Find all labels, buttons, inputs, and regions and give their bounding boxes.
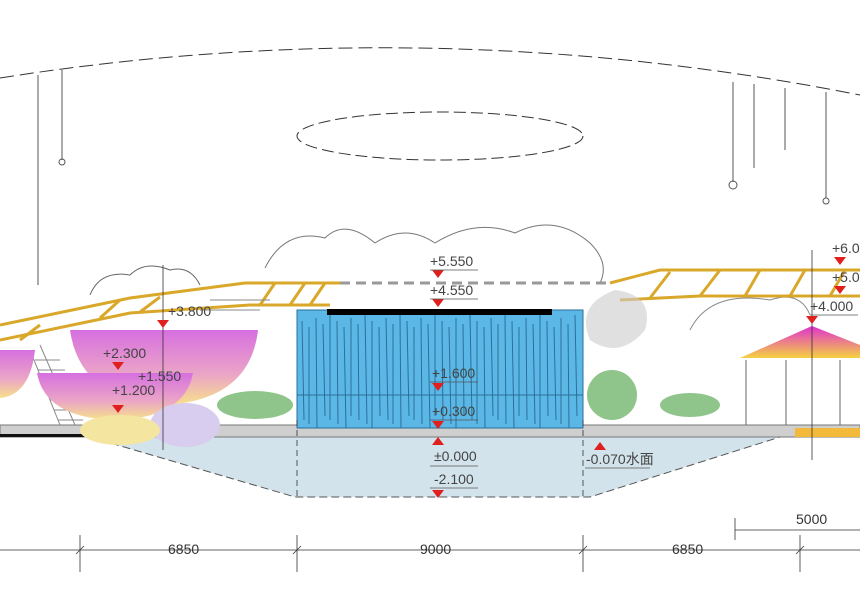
elevation-labels: +3.800 +2.300 +1.550 +1.200 +5.550 +4.55…	[103, 240, 860, 487]
dim-right: 6850	[672, 541, 703, 557]
water-streak	[574, 314, 578, 417]
water-streak	[546, 320, 549, 417]
elevation-marker-icon	[432, 490, 444, 498]
elev-pool-bottom: -2.100	[434, 471, 474, 487]
elev-pavilion-top: +4.000	[810, 298, 853, 314]
water-streak	[511, 320, 515, 429]
tree-green-right	[587, 370, 637, 420]
elevation-marker-icon	[112, 362, 124, 370]
dimension-line	[0, 518, 860, 572]
elev-water-surface: -0.070水面	[586, 451, 654, 467]
water-streak	[469, 314, 473, 421]
dim-center: 9000	[420, 541, 451, 557]
truss-bridge-right	[609, 268, 860, 302]
right-deck	[795, 428, 860, 437]
truss-bridge-left	[0, 281, 340, 342]
elev-bowl-mid: +1.550	[138, 368, 181, 384]
tree-outline-center	[264, 224, 604, 284]
elev-bowl-low: +1.200	[112, 382, 155, 398]
planter-bowl-left	[0, 350, 35, 398]
label-underlines	[430, 269, 858, 489]
water-streak	[420, 317, 423, 425]
water-streak	[301, 320, 305, 421]
water-streak	[336, 320, 339, 425]
water-streak	[357, 323, 360, 421]
water-streak	[364, 314, 368, 425]
shrub-green-right	[660, 393, 720, 417]
water-streaks	[301, 314, 578, 429]
water-streak	[448, 326, 452, 425]
elevation-marker-icon	[834, 286, 846, 294]
elevation-marker-icon	[432, 270, 444, 278]
canopy-opening	[296, 111, 584, 161]
water-streak	[567, 323, 570, 429]
elev-water-low: +0.300	[432, 403, 475, 419]
water-streak	[462, 323, 465, 417]
water-streak	[406, 320, 410, 417]
shrub-purple	[150, 403, 220, 447]
elevation-marker-icon	[834, 257, 846, 265]
dim-far-right: 5000	[796, 511, 827, 527]
water-streak	[490, 317, 494, 417]
elev-roof-left: +3.800	[168, 303, 211, 319]
tree-grey	[585, 290, 647, 348]
water-streak	[427, 323, 431, 429]
elev-ground: ±0.000	[434, 448, 477, 464]
elevation-marker-icon	[432, 421, 444, 429]
grid-axes	[162, 250, 813, 500]
elev-water-mid: +1.600	[432, 365, 475, 381]
elev-right-top: +6.0	[832, 240, 860, 256]
tree-outline-right	[689, 296, 811, 331]
elevation-marker-icon	[594, 442, 606, 450]
tree-outline-left	[89, 265, 201, 296]
water-streak	[385, 317, 389, 421]
shrub-green-left	[217, 391, 293, 419]
elev-wall-top: +4.550	[430, 282, 473, 298]
shrub-yellow	[80, 415, 160, 445]
planter-bowl-lower	[37, 373, 193, 420]
elevation-marker-icon	[432, 383, 444, 391]
water-streak	[343, 326, 347, 429]
elevation-markers	[112, 257, 846, 498]
canopy-outline	[0, 47, 860, 96]
water-streak	[532, 323, 536, 425]
pavilion-columns	[745, 360, 841, 425]
hanging-lamps	[37, 70, 830, 285]
elevation-marker-icon	[157, 320, 169, 328]
elev-bowl-upper: +2.300	[103, 345, 146, 361]
elev-right-mid: +5.0	[832, 269, 860, 285]
water-streak	[399, 314, 402, 429]
elevation-marker-icon	[112, 405, 124, 413]
water-streak	[441, 320, 444, 421]
elev-bridge-top: +5.550	[430, 253, 473, 269]
water-streak	[378, 326, 381, 417]
water-streak	[525, 317, 528, 421]
dim-left: 6850	[168, 541, 199, 557]
water-streak	[322, 323, 326, 417]
water-streak	[315, 317, 318, 429]
elevation-marker-icon	[432, 437, 444, 445]
water-streak	[504, 314, 507, 425]
pavilion-roof	[740, 326, 860, 358]
wall-cap	[327, 309, 552, 315]
elevation-marker-icon	[806, 316, 818, 324]
water-streak	[553, 326, 557, 421]
water-streak	[483, 326, 486, 429]
elevation-marker-icon	[432, 299, 444, 307]
